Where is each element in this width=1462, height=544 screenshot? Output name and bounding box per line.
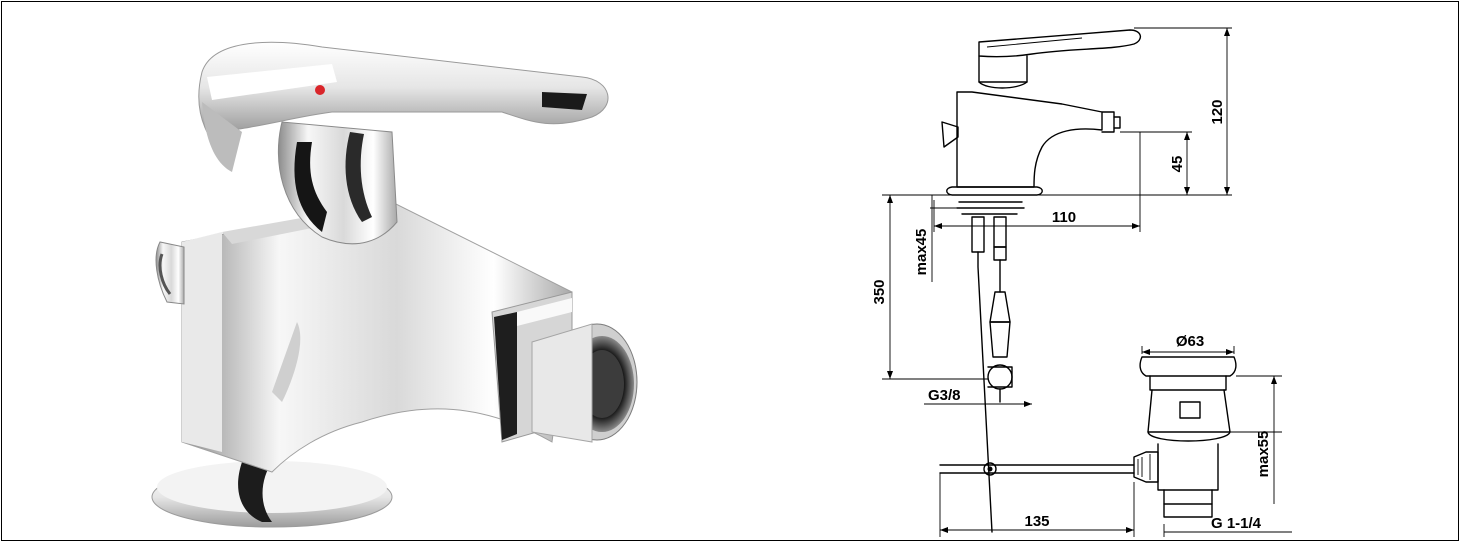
dim-110: 110 [1052, 209, 1076, 226]
dim-350: 350 [871, 279, 888, 304]
dim-g114: G 1-1/4 [1211, 515, 1262, 532]
dim-max55: max55 [1255, 431, 1272, 478]
waste-fitting [1133, 356, 1237, 518]
dimension-lines [882, 27, 1292, 537]
technical-drawing: 120 45 110 max45 350 G3/8 Ø63 max55 135 … [852, 12, 1312, 540]
dim-63: Ø63 [1176, 333, 1204, 350]
dimension-drawing: 120 45 110 max45 350 G3/8 Ø63 max55 135 … [871, 27, 1292, 537]
dim-g38: G3/8 [928, 387, 961, 404]
dim-135: 135 [1024, 513, 1049, 530]
bidet-mixer-photo [122, 22, 682, 532]
faucet-illustration [151, 41, 638, 528]
popup-lever [155, 241, 185, 305]
dim-120: 120 [1209, 99, 1226, 124]
hot-indicator [315, 85, 325, 95]
dim-max45: max45 [913, 229, 930, 276]
dim-45: 45 [1169, 156, 1186, 173]
faucet-outline [939, 29, 1141, 533]
